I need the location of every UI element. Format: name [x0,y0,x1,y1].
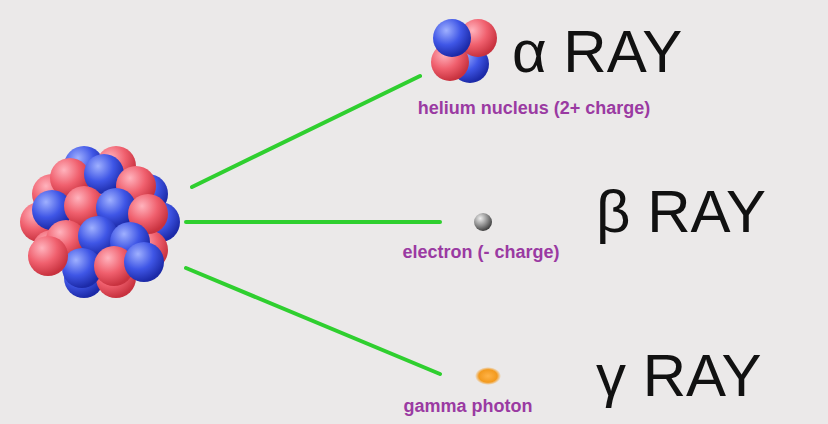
particle-label: helium nucleus (2+ charge) [418,98,651,120]
electron-particle [474,213,492,231]
nucleon [124,242,164,282]
ray-name: β RAY [596,182,766,242]
ray-name: γ RAY [596,346,762,406]
beta-path [186,220,440,224]
particle-label: gamma photon [404,396,533,418]
nucleon [433,19,471,57]
particle-label: electron (- charge) [402,242,559,264]
helium-nucleus [431,19,497,83]
ray-paths [186,76,440,374]
alpha-path [192,76,420,187]
nucleus [20,146,180,298]
ray-name: α RAY [512,22,682,82]
gamma-photon-particle [475,367,501,385]
nucleon [28,236,68,276]
gamma-path [186,268,440,374]
